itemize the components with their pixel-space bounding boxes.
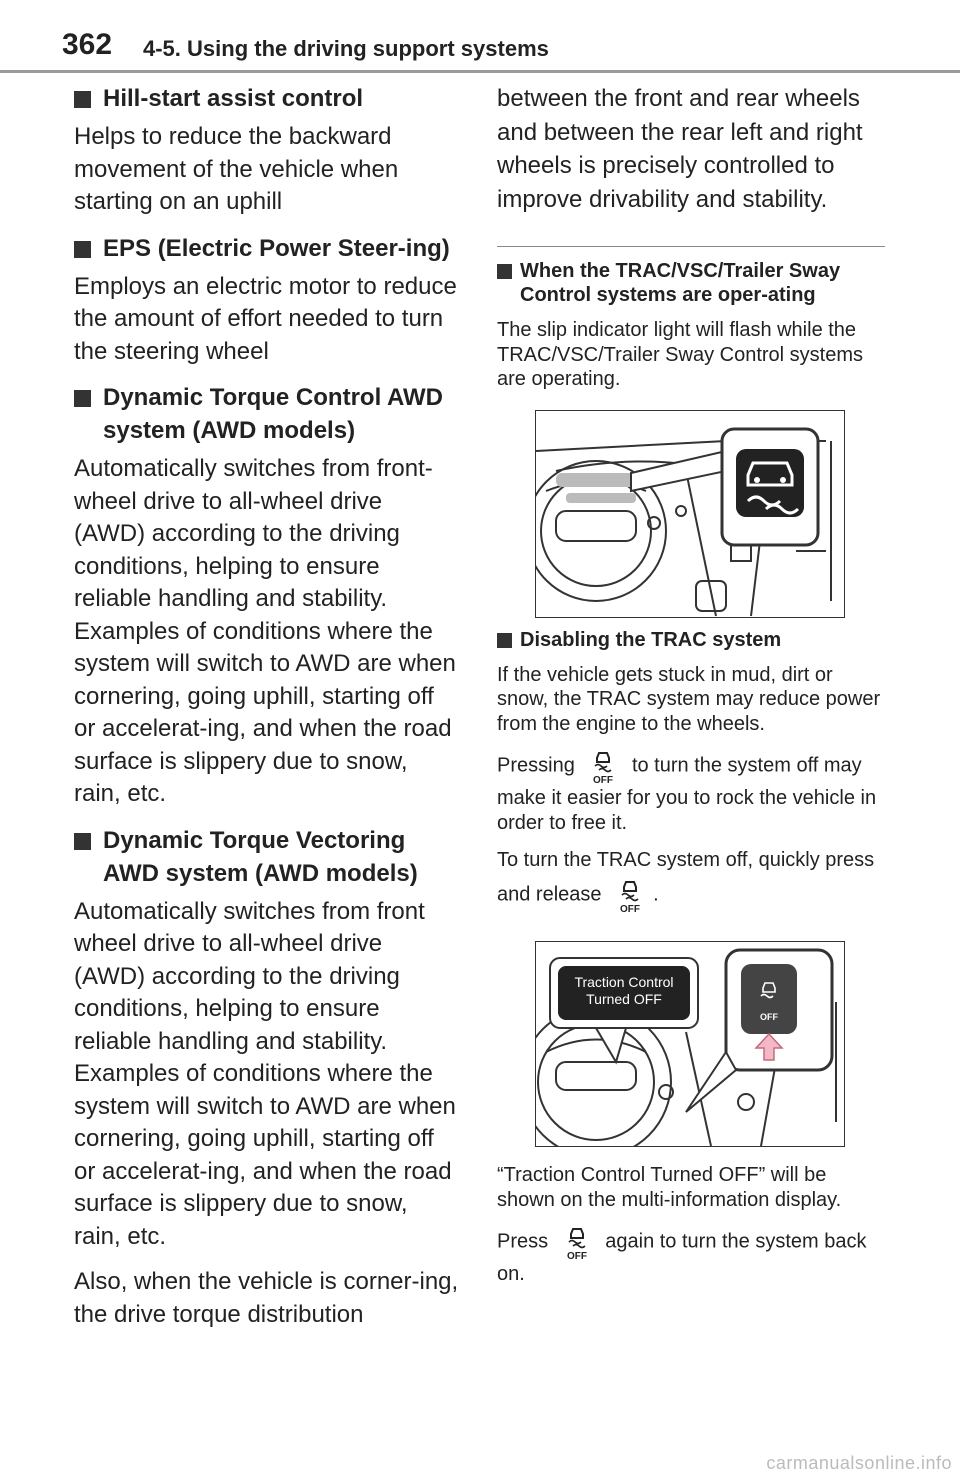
- body-continued: between the front and rear wheels and be…: [497, 85, 863, 213]
- watermark: carmanualsonline.info: [766, 1453, 952, 1473]
- body-torque-vectoring: Automatically switches from front wheel …: [74, 897, 456, 1250]
- figure-slip-indicator: [535, 409, 845, 618]
- square-bullet-icon: [74, 240, 91, 258]
- page-number: 362: [62, 28, 113, 61]
- section-separator: [497, 246, 885, 247]
- body-hill-start: Helps to reduce the backward movement of…: [74, 123, 399, 215]
- body-torque-control: Automatically switches from front-wheel …: [74, 455, 456, 807]
- text-pressing-rest: to turn the system off may make it easie…: [497, 754, 877, 834]
- heading-torque-control: Dynamic Torque Control AWD system (AWD m…: [74, 381, 459, 447]
- left-column: Hill-start assist control Helps to reduc…: [74, 82, 459, 1344]
- dashboard-illustration: [536, 427, 832, 616]
- display-line-1: Traction Control: [574, 974, 673, 990]
- text-period: .: [653, 883, 659, 906]
- header-rule: [0, 70, 960, 73]
- text-quickly-press: To turn the TRAC system off, quickly pre…: [497, 849, 875, 906]
- body-slip-indicator: The slip indicator light will flash whil…: [497, 319, 863, 390]
- heading-text: Disabling the TRAC system: [520, 628, 782, 651]
- icon-off-label: OFF: [593, 775, 613, 786]
- traction-off-illustration: Traction Control Turned OFF OFF: [536, 948, 837, 1146]
- icon-off-label: OFF: [620, 904, 640, 915]
- body-torque-vectoring-cont: Also, when the vehicle is corner-ing, th…: [74, 1268, 459, 1328]
- body-press-again: Press OFF again to turn the system back …: [497, 1222, 887, 1287]
- body-pressing: Pressing OFF to turn the system off may …: [497, 746, 887, 835]
- right-column: between the front and rear wheels and be…: [497, 82, 887, 1297]
- vsc-off-icon: OFF: [567, 1228, 587, 1262]
- display-line-2: Turned OFF: [586, 991, 662, 1007]
- vsc-off-icon: OFF: [620, 881, 640, 915]
- heading-text: When the TRAC/VSC/Trailer Sway Control s…: [520, 260, 841, 306]
- heading-torque-vectoring: Dynamic Torque Vectoring AWD system (AWD…: [74, 824, 459, 890]
- square-bullet-icon: [74, 91, 91, 108]
- button-off-label: OFF: [760, 1012, 778, 1022]
- heading-text: Hill-start assist control: [103, 85, 364, 112]
- text-pressing: Pressing: [497, 754, 575, 777]
- heading-hill-start: Hill-start assist control: [74, 82, 459, 115]
- section-title: 4-5. Using the driving support systems: [143, 36, 549, 61]
- heading-trac-operating: When the TRAC/VSC/Trailer Sway Control s…: [497, 259, 887, 307]
- text-press-rest: again to turn the system back on.: [497, 1230, 867, 1285]
- square-bullet-icon: [74, 832, 91, 850]
- figure-traction-off: Traction Control Turned OFF OFF: [535, 941, 845, 1147]
- body-message-shown: “Traction Control Turned OFF” will be sh…: [497, 1164, 842, 1211]
- heading-text: Dynamic Torque Vectoring AWD system (AWD…: [103, 826, 418, 887]
- body-stuck: If the vehicle gets stuck in mud, dirt o…: [497, 663, 881, 735]
- square-bullet-icon: [74, 390, 91, 407]
- body-eps: Employs an electric motor to reduce the …: [74, 272, 457, 365]
- heading-text: Dynamic Torque Control AWD system (AWD m…: [103, 384, 444, 444]
- body-quickly-press: To turn the TRAC system off, quickly pre…: [497, 845, 887, 915]
- square-bullet-icon: [497, 264, 512, 279]
- icon-off-label: OFF: [567, 1251, 587, 1262]
- text-press: Press: [497, 1230, 549, 1253]
- page-header: 362 4-5. Using the driving support syste…: [0, 0, 960, 73]
- heading-text: EPS (Electric Power Steer-ing): [103, 234, 450, 262]
- heading-eps: EPS (Electric Power Steer-ing): [74, 232, 459, 265]
- heading-disabling-trac: Disabling the TRAC system: [497, 628, 887, 652]
- vsc-off-icon: OFF: [593, 752, 613, 786]
- square-bullet-icon: [497, 632, 512, 648]
